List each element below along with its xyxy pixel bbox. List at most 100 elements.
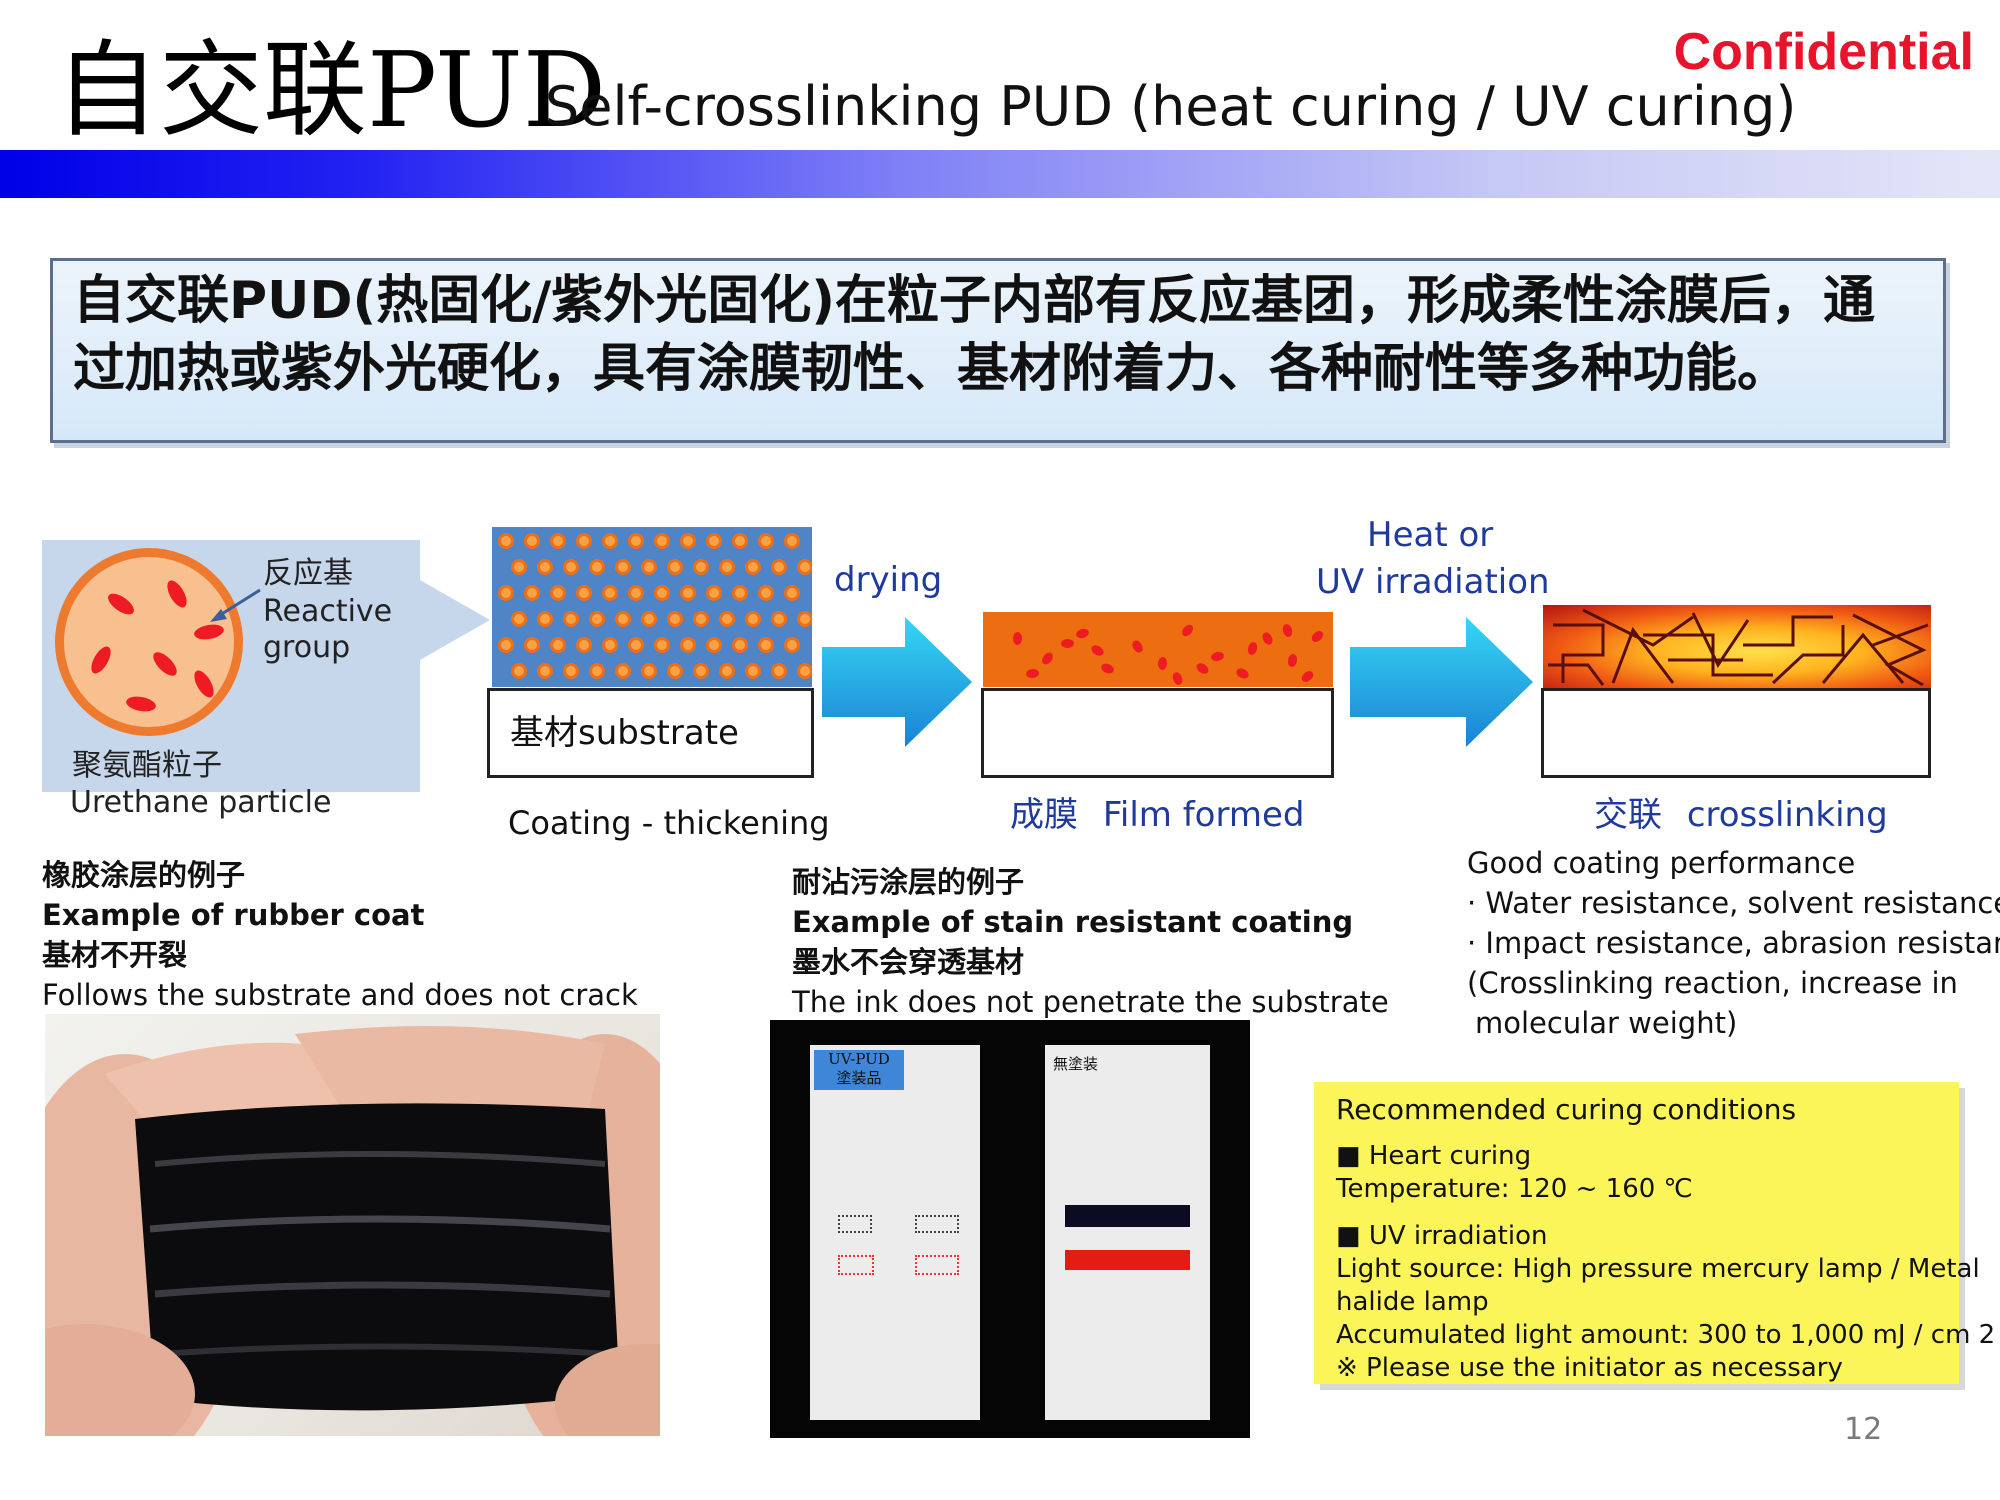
stage-coating-caption: Coating - thickening — [508, 804, 830, 842]
drying-arrow-icon — [822, 617, 972, 747]
dispersion-particle-dot — [511, 559, 527, 575]
dispersion-particle-dot — [537, 559, 553, 575]
reactive-group-fragment — [1194, 661, 1211, 676]
stage-film-caption-en: Film formed — [1102, 795, 1305, 835]
rubber-title-en: Example of rubber coat — [42, 898, 425, 932]
dispersion-particle-dot — [537, 611, 553, 627]
dispersion-particle-dot — [719, 663, 735, 679]
dispersion-particle-dot — [615, 559, 631, 575]
stain-sub-en: The ink does not penetrate the substrate — [792, 985, 1389, 1019]
dispersion-particle-dot — [550, 533, 566, 549]
heat-curing-heading: ■ Heart curing — [1336, 1141, 1532, 1171]
dispersion-particle-dot — [667, 559, 683, 575]
dispersion-particle-dot — [563, 611, 579, 627]
curing-title: Recommended curing conditions — [1336, 1093, 1797, 1126]
dispersion-particle-dot — [667, 663, 683, 679]
reactive-group-drop — [149, 648, 181, 680]
heat-uv-arrow-icon — [1350, 617, 1533, 747]
reactive-group-fragment — [1099, 661, 1116, 676]
dispersion-particle-dot — [693, 663, 709, 679]
dispersion-particle-dot — [654, 533, 670, 549]
dispersion-particle-dot — [498, 585, 514, 601]
dispersion-particle-dot — [589, 611, 605, 627]
faint-red-ink-mark — [838, 1255, 874, 1275]
dispersion-particle-dot — [602, 637, 618, 653]
stain-title-cn: 耐沾污涂层的例子 — [792, 865, 1025, 899]
reactive-group-drop — [125, 694, 157, 714]
coating-particles-layer — [492, 527, 812, 687]
page-number: 12 — [1844, 1412, 1883, 1447]
summary-line-2: 过加热或紫外光硬化，具有涂膜韧性、基材附着力、各种耐性等多种功能。 — [73, 339, 1790, 399]
dispersion-particle-dot — [719, 611, 735, 627]
reactive-group-drop — [190, 667, 218, 701]
page-title-cn: 自交联PUD — [55, 29, 607, 151]
summary-box: 自交联PUD(热固化/紫外光固化)在粒子内部有反应基团，形成柔性涂膜后，通 过加… — [50, 258, 1946, 443]
rubber-title-cn: 橡胶涂层的例子 — [42, 858, 246, 892]
faint-black-ink-mark — [838, 1215, 872, 1233]
dispersion-particle-dot — [641, 663, 657, 679]
dispersion-particle-dot — [641, 611, 657, 627]
confidential-label: Confidential — [1673, 23, 1974, 81]
dispersion-particle-dot — [550, 585, 566, 601]
performance-list: Good coating performance · Water resista… — [1467, 843, 2000, 1043]
rubber-coat-photo — [45, 1014, 660, 1436]
substrate-label: 基材substrate — [510, 713, 739, 753]
dispersion-particle-dot — [654, 585, 670, 601]
dispersion-particle-dot — [550, 637, 566, 653]
reactive-group-drop — [104, 589, 138, 619]
dispersion-particle-dot — [797, 663, 812, 679]
dispersion-particle-dot — [758, 637, 774, 653]
performance-item-impact: · Impact resistance, abrasion resistance — [1467, 926, 2000, 960]
dispersion-particle-dot — [615, 611, 631, 627]
reactive-group-fragment — [1179, 622, 1196, 639]
reactive-group-drop — [193, 622, 225, 642]
crosslinked-layer — [1543, 605, 1931, 689]
rubber-photo-illustration — [45, 1026, 660, 1436]
dispersion-particle-dot — [537, 663, 553, 679]
curing-conditions-box: Recommended curing conditions ■ Heart cu… — [1314, 1082, 1995, 1384]
reactive-group-fragment — [1075, 627, 1090, 640]
uv-heading: ■ UV irradiation — [1336, 1221, 1548, 1251]
reactive-group-fragment — [1246, 641, 1259, 656]
dispersion-particle-dot — [745, 663, 761, 679]
title-gradient-bar — [0, 150, 2000, 198]
reactive-group-fragment — [1309, 628, 1326, 645]
faint-black-ink-mark — [915, 1215, 959, 1233]
film-layer — [983, 612, 1333, 687]
reactive-group-drop — [87, 643, 115, 677]
drying-label: drying — [834, 560, 943, 600]
rubber-sub-cn: 基材不开裂 — [42, 938, 188, 972]
coated-panel: UV-PUD 塗装品 — [810, 1045, 980, 1420]
heat-label-1: Heat or — [1367, 515, 1494, 555]
dispersion-particle-dot — [745, 559, 761, 575]
dispersion-particle-dot — [511, 663, 527, 679]
stage-crosslink-caption: 交联 crosslinking — [1594, 793, 1888, 837]
uv-light-source-2: halide lamp — [1336, 1287, 1489, 1317]
uv-initiator-note: ※ Please use the initiator as necessary — [1336, 1353, 1843, 1383]
substrate-block-3 — [1541, 688, 1931, 778]
dispersion-particle-dot — [784, 637, 800, 653]
dispersion-particle-dot — [719, 559, 735, 575]
dispersion-particle-dot — [602, 585, 618, 601]
performance-note-2: molecular weight) — [1475, 1006, 1738, 1040]
stage-crosslink-caption-en: crosslinking — [1686, 795, 1888, 835]
dispersion-particle-dot — [784, 533, 800, 549]
page-title-en: Self-crosslinking PUD (heat curing / UV … — [545, 75, 1797, 138]
reactive-group-fragment — [1281, 622, 1294, 639]
dispersion-particle-dot — [706, 533, 722, 549]
dispersion-particle-dot — [797, 611, 812, 627]
performance-item-water: · Water resistance, solvent resistance — [1467, 886, 2000, 920]
coated-panel-label-2: 塗装品 — [836, 1069, 882, 1087]
performance-title: Good coating performance — [1467, 846, 1856, 880]
dispersion-particle-dot — [511, 611, 527, 627]
substrate-block-1: 基材substrate — [487, 688, 814, 778]
dispersion-particle-dot — [576, 533, 592, 549]
red-ink-stain — [1065, 1250, 1190, 1270]
reactive-group-fragment — [1060, 638, 1075, 649]
uv-light-amount: Accumulated light amount: 300 to 1,000 m… — [1336, 1320, 1996, 1350]
reactive-group-label-en-1: Reactive — [263, 594, 393, 629]
stage-film-caption-cn: 成膜 — [1010, 795, 1078, 835]
reactive-group-fragment — [1039, 650, 1056, 667]
black-ink-stain — [1065, 1205, 1190, 1227]
uv-light-source-1: Light source: High pressure mercury lamp… — [1336, 1254, 1980, 1284]
